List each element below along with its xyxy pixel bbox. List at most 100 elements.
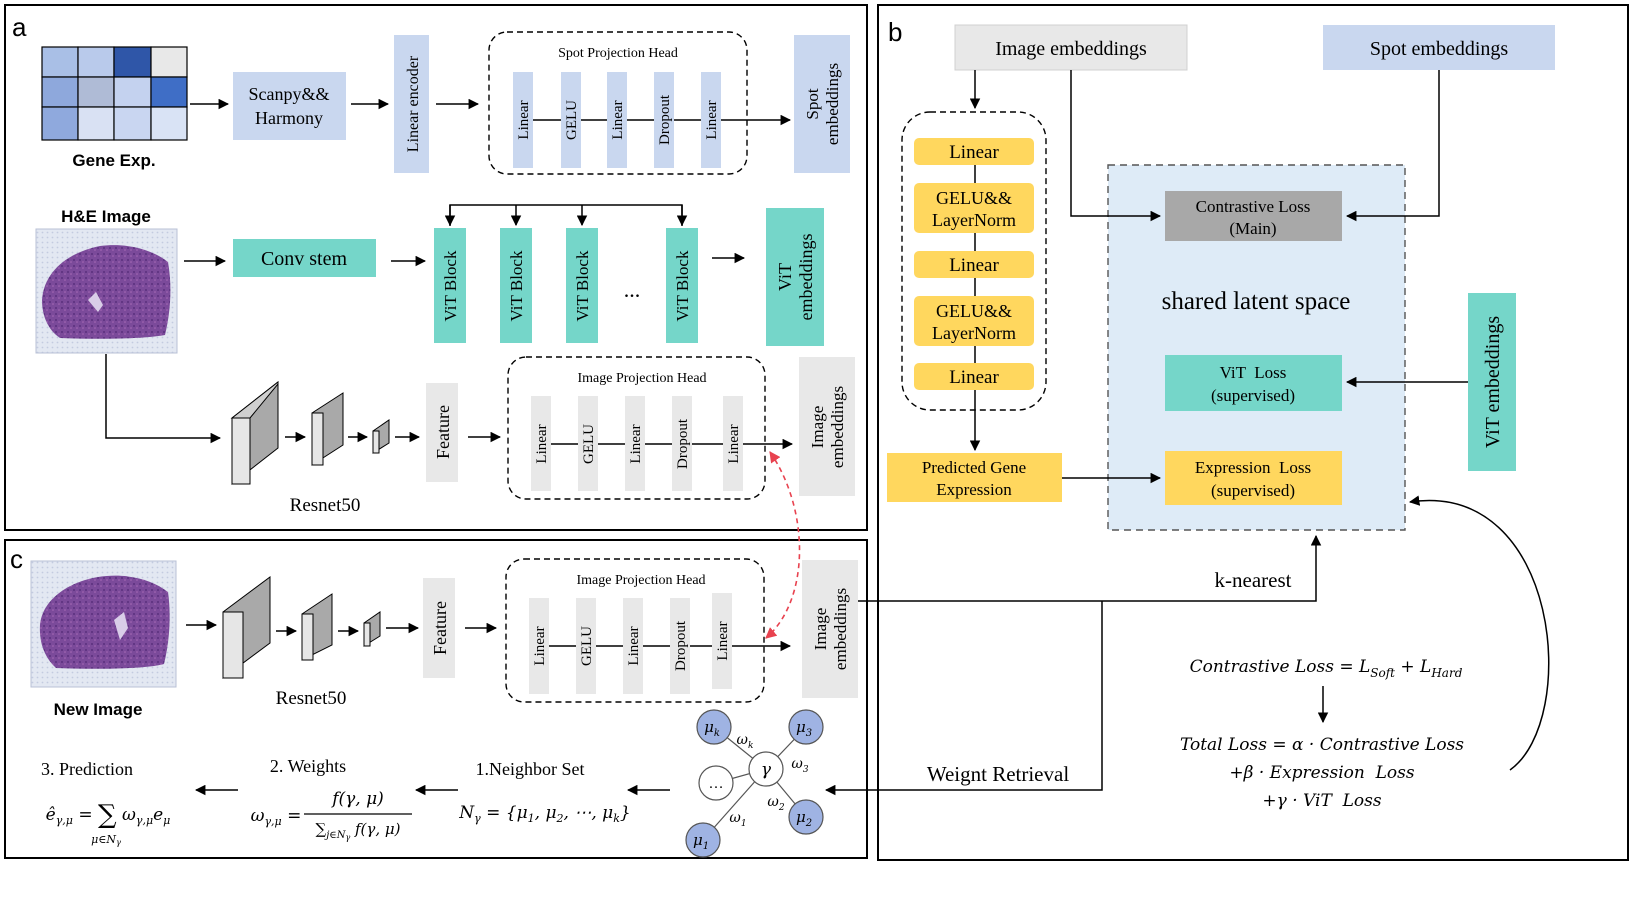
image-embeddings-a-2: embeddings: [828, 386, 847, 468]
conv-stem-label: Conv stem: [261, 248, 348, 270]
image-layer-c-3: Linear: [626, 626, 642, 665]
vit-embeddings-a-1: ViT: [775, 263, 795, 291]
contrastive-1: Contrastive Loss: [1196, 197, 1311, 216]
spot-embeddings-box-a: [794, 35, 850, 173]
mlp-layer-2a: GELU&&: [936, 188, 1012, 208]
scanpy-line-2: Harmony: [255, 108, 323, 128]
scanpy-line-1: Scanpy&&: [249, 84, 330, 104]
predicted-2: Expression: [936, 480, 1012, 499]
image-embeddings-b: Image embeddings: [995, 38, 1147, 60]
spot-layer-4: Dropout: [657, 94, 673, 145]
k-nearest-label: k-nearest: [1215, 568, 1292, 592]
vit-blocks: [434, 228, 698, 343]
predicted-expression-box: [887, 453, 1062, 502]
resnet-blocks-c: [222, 576, 381, 679]
spot-embeddings-box-b: [1323, 25, 1555, 70]
vit-embeddings-b: ViT embeddings: [1482, 316, 1504, 449]
eq-expression: +β · Expression Loss: [1229, 763, 1414, 783]
spot-layer-5: Linear: [704, 100, 720, 139]
mlp-layer-1: Linear: [949, 142, 999, 163]
graph-center: γ: [761, 760, 772, 780]
image-layer-c-4: Dropout: [673, 620, 689, 671]
new-image: [30, 560, 177, 688]
prediction-sum-index: μ∈Nγ: [91, 833, 121, 847]
image-layer-a-2: GELU: [581, 424, 597, 464]
mlp-container: [901, 111, 1047, 411]
image-embeddings-box-a: [799, 357, 855, 496]
image-layer-a-3: Linear: [628, 424, 644, 463]
mlp-layer-5: Linear: [949, 367, 999, 388]
scanpy-box: [233, 72, 346, 140]
panel-a-label: a: [12, 12, 27, 42]
vit-embeddings-box-b: [1468, 293, 1516, 471]
step-neighbor-set: 1.Neighbor Set: [476, 759, 585, 779]
mlp-layer-4a: GELU&&: [936, 301, 1012, 321]
vit-embeddings-box-a: [766, 208, 824, 346]
panel-c-label: c: [10, 544, 23, 574]
resnet-label-a: Resnet50: [290, 495, 361, 516]
spot-embeddings-a-1: Spot: [803, 88, 822, 119]
expr-loss-1: Expression Loss: [1195, 458, 1311, 477]
vit-embeddings-a-2: embeddings: [796, 234, 816, 321]
mlp-layer-4b: LayerNorm: [932, 323, 1016, 343]
weights-lhs: ωγ,μ =: [251, 806, 302, 828]
panel-b-frame: [877, 4, 1629, 861]
spot-head-layers: [513, 72, 721, 168]
feature-label-a: Feature: [433, 405, 453, 459]
feedback-arc: [1408, 495, 1550, 771]
image-layer-a-1: Linear: [534, 424, 550, 463]
spot-layer-2: GELU: [564, 100, 580, 140]
spot-embeddings-b: Spot embeddings: [1370, 38, 1509, 60]
image-layer-a-4: Dropout: [675, 418, 691, 469]
gene-exp-label: Gene Exp.: [72, 151, 155, 170]
image-projection-head-c: [505, 558, 765, 703]
vit-ellipsis: ...: [624, 277, 641, 302]
image-head-layers-c: [529, 593, 732, 694]
he-image: [35, 228, 178, 354]
eq-vit: +γ · ViT Loss: [1262, 791, 1381, 811]
mlp-layers: [914, 138, 1034, 390]
step-prediction: 3. Prediction: [41, 759, 133, 779]
graph-weight-3: ω3: [791, 756, 808, 775]
contrastive-2: (Main): [1229, 219, 1276, 238]
weight-retrieval-label: Weignt Retrieval: [927, 762, 1070, 786]
contrastive-loss-box: [1165, 191, 1342, 241]
image-layer-c-1: Linear: [532, 626, 548, 665]
image-embeddings-c-1: Image: [811, 608, 830, 650]
vit-block-2: ViT Block: [507, 250, 526, 321]
panel-a-frame: [4, 4, 868, 531]
image-embeddings-box-c: [802, 560, 858, 698]
spot-projection-head: [488, 31, 748, 175]
vit-loss-1: ViT Loss: [1220, 363, 1287, 382]
feature-label-c: Feature: [430, 601, 450, 655]
vit-block-3: ViT Block: [573, 250, 592, 321]
he-image-label: H&E Image: [61, 207, 151, 226]
vit-block-4: ViT Block: [673, 250, 692, 321]
graph-node-ellipsis: …: [709, 776, 724, 792]
panel-c-frame: [4, 539, 868, 859]
image-projection-head-a: [507, 356, 766, 500]
image-head-layers-a: [531, 396, 743, 491]
graph-weight-k: ωk: [737, 732, 754, 751]
image-embeddings-c-2: embeddings: [831, 588, 850, 670]
image-layer-c-2: GELU: [579, 626, 595, 666]
linear-encoder-box: [394, 35, 429, 173]
image-embeddings-box-b: [954, 24, 1188, 71]
resnet-blocks-a: [230, 380, 390, 486]
graph-weight-2: ω2: [767, 794, 784, 813]
expr-loss-2: (supervised): [1211, 481, 1295, 500]
conv-stem-box: [233, 239, 376, 277]
spot-embeddings-a-2: embeddings: [823, 63, 842, 145]
shared-weights-arrow: [765, 451, 801, 639]
eq-total: Total Loss = α · Contrastive Loss: [1180, 735, 1464, 755]
image-embeddings-a-1: Image: [808, 406, 827, 448]
eq-contrastive: Contrastive Loss = LSoft + LHard: [1190, 657, 1463, 680]
panel-b-label: b: [888, 17, 902, 47]
image-head-title-c: Image Projection Head: [576, 573, 705, 588]
step-weights: 2. Weights: [270, 756, 346, 776]
neighbor-equation: Nγ = {μ1, μ2, ⋯, μk}: [458, 803, 630, 825]
prediction-equation: êγ,μ = ∑ ωγ,μeμ: [46, 800, 171, 830]
expression-loss-box: [1165, 451, 1342, 505]
gene-expression-heatmap: [41, 46, 188, 141]
weights-denominator: ∑j∈Nγ f(γ, μ): [315, 820, 400, 842]
